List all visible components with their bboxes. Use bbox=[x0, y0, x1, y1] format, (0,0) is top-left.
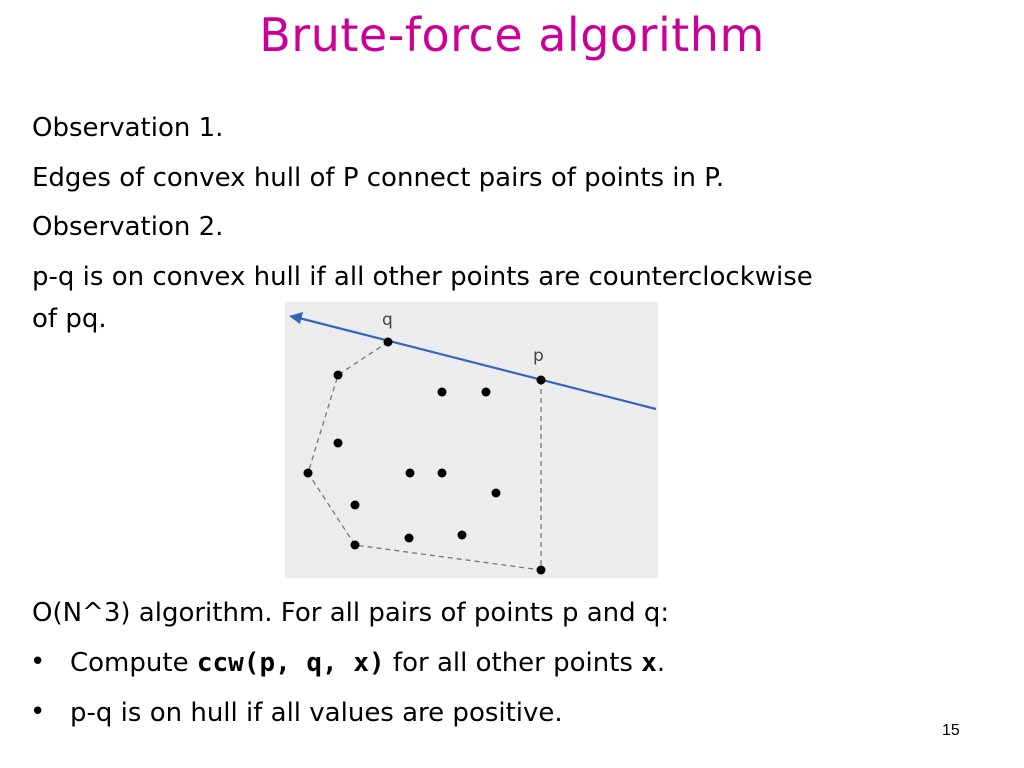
bullet-marker: • bbox=[30, 647, 46, 677]
point-q bbox=[383, 337, 393, 347]
point bbox=[333, 370, 343, 380]
bullet-marker: • bbox=[30, 697, 46, 727]
point-p bbox=[536, 375, 546, 385]
observation-2-text-line2: of pq. bbox=[32, 304, 107, 334]
slide-title: Brute-force algorithm bbox=[259, 8, 765, 62]
variable-x: x bbox=[641, 648, 657, 678]
point bbox=[333, 438, 343, 448]
pq-arrowhead bbox=[289, 312, 303, 324]
bullet-1-end: . bbox=[656, 648, 666, 678]
label-p: p bbox=[533, 346, 544, 366]
bullet-1-pre: Compute bbox=[70, 648, 197, 678]
point bbox=[457, 530, 467, 540]
bullet-item-1: Compute ccw(p, q, x) for all other point… bbox=[70, 647, 665, 679]
point bbox=[437, 468, 447, 478]
point bbox=[404, 533, 414, 543]
point bbox=[491, 488, 501, 498]
point bbox=[303, 468, 313, 478]
figure-background bbox=[285, 302, 658, 578]
point bbox=[350, 500, 360, 510]
label-q: q bbox=[382, 310, 393, 330]
point bbox=[405, 468, 415, 478]
observation-1-heading: Observation 1. bbox=[32, 113, 224, 143]
bullet-item-2: p-q is on hull if all values are positiv… bbox=[70, 698, 563, 728]
point bbox=[481, 387, 491, 397]
observation-1-text: Edges of convex hull of P connect pairs … bbox=[32, 163, 725, 193]
ccw-code: ccw(p, q, x) bbox=[196, 648, 385, 678]
page-number: 15 bbox=[942, 722, 960, 739]
point bbox=[437, 387, 447, 397]
convex-hull-figure: q p bbox=[285, 302, 658, 578]
observation-2-heading: Observation 2. bbox=[32, 212, 224, 242]
observation-2-text-line1: p-q is on convex hull if all other point… bbox=[32, 262, 813, 292]
algorithm-intro: O(N^3) algorithm. For all pairs of point… bbox=[32, 598, 670, 628]
bullet-1-mid: for all other points bbox=[384, 648, 642, 678]
point bbox=[350, 540, 360, 550]
pq-line bbox=[298, 316, 657, 411]
point bbox=[536, 565, 546, 575]
convex-hull-outline bbox=[307, 341, 542, 571]
